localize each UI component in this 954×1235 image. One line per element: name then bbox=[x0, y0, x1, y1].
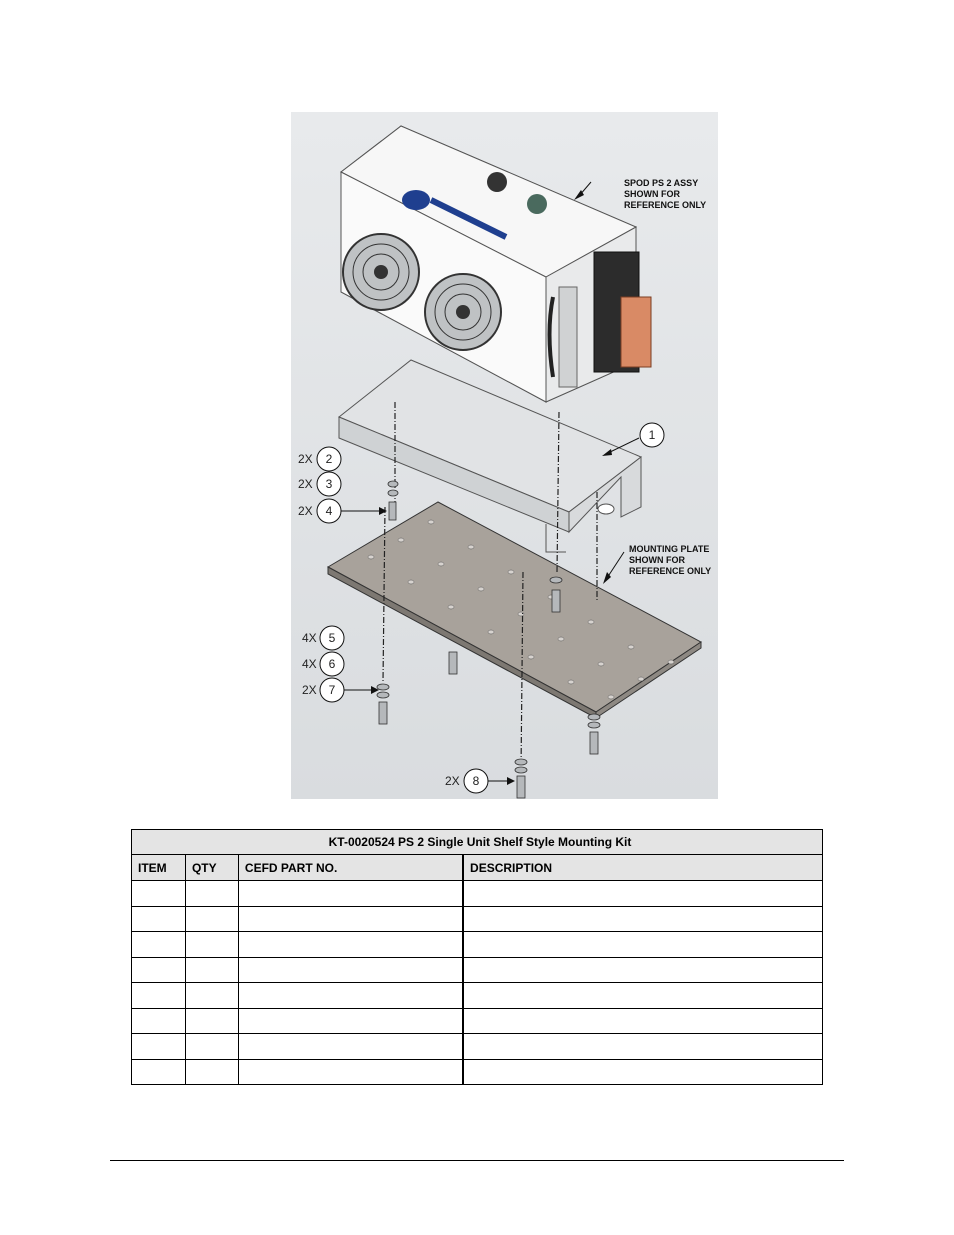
callout-4: 2X 4 bbox=[298, 498, 387, 524]
table-row bbox=[131, 905, 824, 932]
spod-unit bbox=[340, 125, 652, 403]
callout-1: 1 bbox=[602, 422, 665, 456]
callout-5: 4X 5 bbox=[302, 625, 345, 651]
svg-text:5: 5 bbox=[329, 631, 336, 645]
callout-7: 2X 7 bbox=[302, 677, 379, 703]
mounting-kit-table: KT-0020524 PS 2 Single Unit Shelf Style … bbox=[131, 829, 824, 1085]
table-row bbox=[131, 1033, 824, 1060]
svg-text:3: 3 bbox=[326, 477, 333, 491]
svg-text:REFERENCE ONLY: REFERENCE ONLY bbox=[624, 200, 706, 210]
mounting-plate bbox=[326, 501, 702, 719]
svg-text:2: 2 bbox=[326, 452, 333, 466]
col-header-item: ITEM bbox=[131, 854, 186, 881]
note-spod: SPOD PS 2 ASSY SHOWN FOR REFERENCE ONLY bbox=[574, 178, 706, 210]
shelf-bracket bbox=[338, 359, 642, 553]
svg-text:2X: 2X bbox=[302, 683, 317, 697]
table-row bbox=[131, 956, 824, 983]
svg-text:SPOD PS 2 ASSY: SPOD PS 2 ASSY bbox=[624, 178, 698, 188]
note-plate: MOUNTING PLATE SHOWN FOR REFERENCE ONLY bbox=[603, 544, 711, 584]
table-row bbox=[131, 982, 824, 1009]
callout-6: 4X 6 bbox=[302, 651, 345, 677]
svg-text:8: 8 bbox=[473, 774, 480, 788]
svg-text:6: 6 bbox=[329, 657, 336, 671]
svg-text:2X: 2X bbox=[298, 477, 313, 491]
svg-text:4: 4 bbox=[326, 504, 333, 518]
svg-text:2X: 2X bbox=[298, 452, 313, 466]
svg-text:REFERENCE ONLY: REFERENCE ONLY bbox=[629, 566, 711, 576]
svg-text:2X: 2X bbox=[445, 774, 460, 788]
table-row bbox=[131, 1058, 824, 1085]
col-header-description: DESCRIPTION bbox=[462, 854, 824, 881]
col-header-part-no: CEFD PART NO. bbox=[237, 854, 465, 881]
callout-8: 2X 8 bbox=[445, 768, 515, 794]
svg-text:MOUNTING PLATE: MOUNTING PLATE bbox=[629, 544, 709, 554]
svg-text:1: 1 bbox=[649, 428, 656, 442]
exploded-assembly-drawing: SPOD PS 2 ASSY SHOWN FOR REFERENCE ONLY … bbox=[298, 125, 711, 799]
table-row bbox=[131, 880, 824, 907]
svg-text:2X: 2X bbox=[298, 504, 313, 518]
svg-text:SHOWN FOR: SHOWN FOR bbox=[629, 555, 685, 565]
center-lines bbox=[382, 402, 598, 773]
callout-3: 2X 3 bbox=[298, 471, 342, 497]
callout-2: 2X 2 bbox=[298, 446, 342, 472]
assembly-figure: SPOD PS 2 ASSY SHOWN FOR REFERENCE ONLY … bbox=[291, 112, 718, 799]
svg-text:4X: 4X bbox=[302, 631, 317, 645]
col-header-qty: QTY bbox=[184, 854, 239, 881]
svg-text:7: 7 bbox=[329, 683, 336, 697]
table-title: KT-0020524 PS 2 Single Unit Shelf Style … bbox=[131, 829, 823, 855]
footer-divider bbox=[110, 1160, 844, 1161]
svg-text:4X: 4X bbox=[302, 657, 317, 671]
hardware bbox=[376, 480, 601, 799]
table-row bbox=[131, 1007, 824, 1034]
table-row bbox=[131, 931, 824, 958]
svg-text:SHOWN FOR: SHOWN FOR bbox=[624, 189, 680, 199]
